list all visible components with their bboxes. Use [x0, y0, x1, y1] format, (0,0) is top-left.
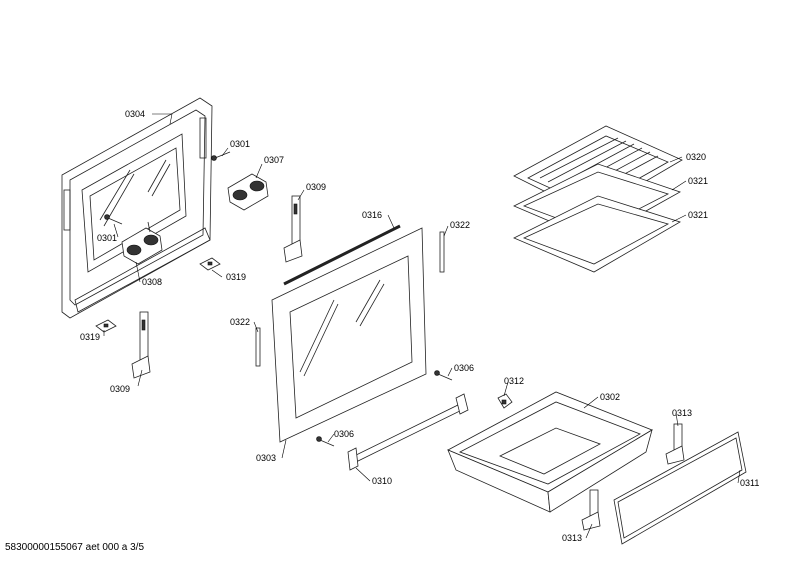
- callout-0316: 0316: [362, 210, 382, 220]
- callout-0312: 0312: [504, 376, 524, 386]
- callout-0322-left: 0322: [230, 317, 250, 327]
- diagram-reference-footer: 58300000155067 aet 000 a 3/5: [5, 542, 145, 553]
- callout-0319-lower: 0319: [80, 332, 100, 342]
- callout-0310: 0310: [372, 476, 392, 486]
- callout-0313-upper: 0313: [672, 408, 692, 418]
- screw-part-0306: [316, 370, 453, 447]
- door-handle-part: [347, 393, 469, 471]
- callout-0306-upper: 0306: [454, 363, 474, 373]
- drawer-front-part: [613, 431, 747, 545]
- inner-door-panel-part: [61, 97, 213, 319]
- baking-tray-part: [513, 163, 681, 273]
- drawer-tray-part: [447, 391, 653, 513]
- callout-0311: 0311: [740, 478, 759, 488]
- callout-0302: 0302: [600, 392, 620, 402]
- callout-0319-upper: 0319: [226, 272, 246, 282]
- bracket-part: [497, 393, 513, 409]
- outer-door-glass-part: [271, 227, 427, 443]
- callout-0313-lower: 0313: [562, 533, 582, 543]
- hinge-block-part-lower: [121, 221, 163, 265]
- callout-0309-upper: 0309: [306, 182, 326, 192]
- callout-0308: 0308: [142, 277, 162, 287]
- callout-0301-top: 0301: [230, 139, 250, 149]
- seal-strip-part: [283, 224, 401, 286]
- hinge-block-part: [227, 173, 269, 211]
- callout-0307: 0307: [264, 155, 284, 165]
- clip-part: [95, 257, 221, 333]
- hinge-part-upper: [283, 195, 303, 263]
- callout-0303: 0303: [256, 453, 276, 463]
- rail-part: [581, 423, 685, 531]
- callout-0304: 0304: [125, 109, 145, 119]
- callout-0321-lower: 0321: [688, 210, 708, 220]
- hinge-part-lower: [131, 311, 151, 379]
- callout-0322-right: 0322: [450, 220, 470, 230]
- callout-0306-lower: 0306: [334, 429, 354, 439]
- callout-leaders: [103, 113, 741, 539]
- callout-0320: 0320: [686, 152, 706, 162]
- callout-0321-upper: 0321: [688, 176, 708, 186]
- callout-0309-lower: 0309: [110, 384, 130, 394]
- callout-0301-lower: 0301: [97, 233, 117, 243]
- rod-part: [255, 231, 445, 367]
